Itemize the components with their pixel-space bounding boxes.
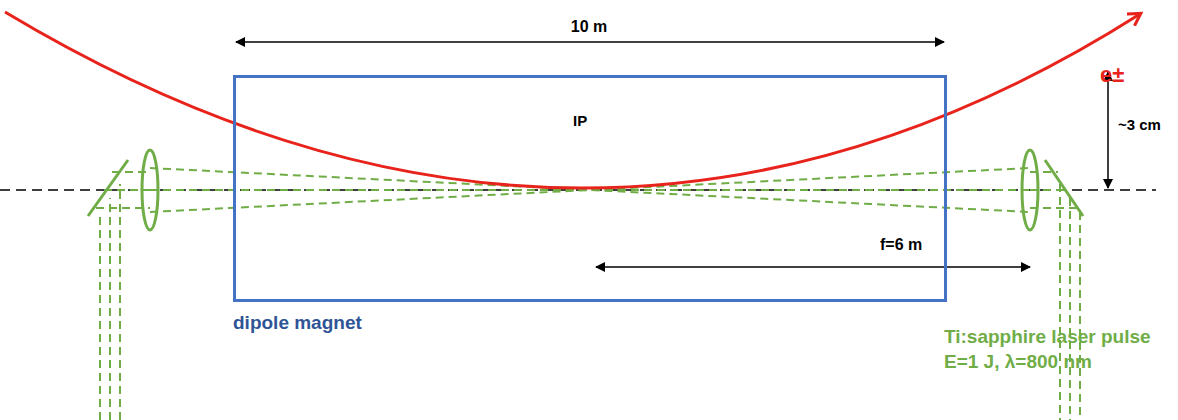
magnet-label: dipole magnet — [233, 312, 362, 334]
focal-length-label: f=6 m — [880, 236, 922, 254]
laser-optics — [88, 150, 1083, 230]
laser-label: Ti:sapphire laser pulse — [944, 326, 1151, 348]
focal-length-arrow — [596, 266, 1030, 268]
particle-trajectory — [5, 12, 1140, 188]
interaction-point-label: IP — [573, 112, 587, 129]
dimension-label: 10 m — [571, 18, 607, 36]
dimension-arrow — [236, 41, 944, 43]
dipole-magnet: dipole magnet — [233, 75, 947, 302]
laser-parameters: E=1 J, λ=800 nm — [944, 351, 1092, 373]
offset-arrow — [1107, 72, 1109, 188]
laser-beam — [96, 168, 1080, 420]
particle-label: e± — [1100, 62, 1124, 87]
offset-label: ~3 cm — [1118, 116, 1161, 133]
